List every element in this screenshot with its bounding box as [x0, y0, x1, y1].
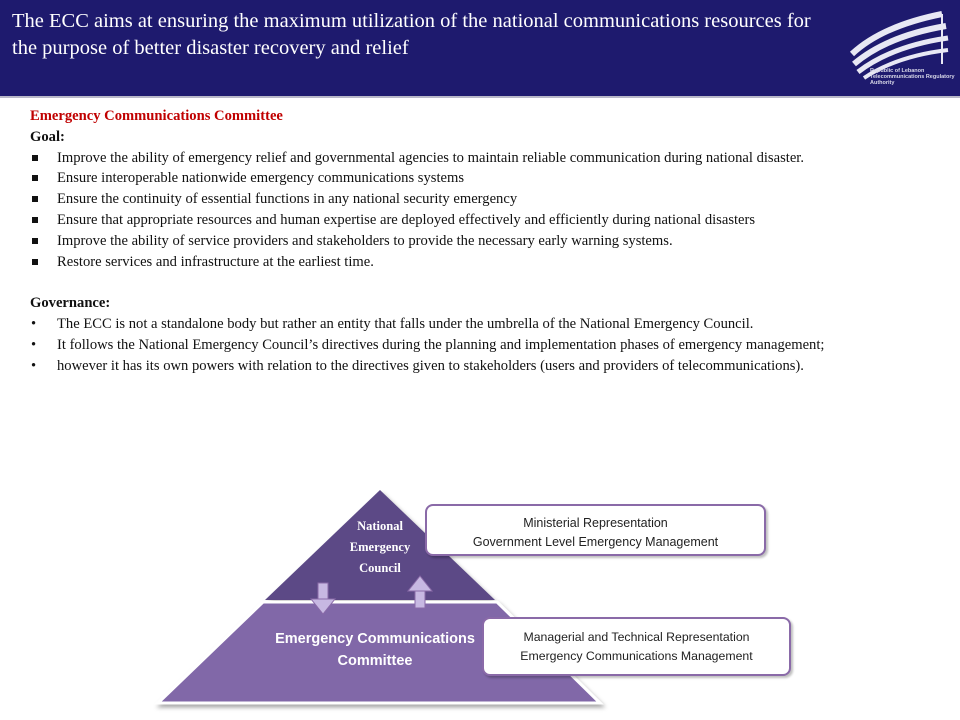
slide-title: The ECC aims at ensuring the maximum uti…: [12, 10, 811, 59]
governance-item: The ECC is not a standalone body but rat…: [30, 314, 945, 335]
slide-body: Emergency Communications Committee Goal:…: [30, 106, 945, 376]
ministerial-callout: Ministerial Representation Government Le…: [425, 504, 766, 556]
goal-item: Ensure that appropriate resources and hu…: [30, 210, 945, 231]
tra-logo: [849, 11, 949, 80]
goal-item: Ensure the continuity of essential funct…: [30, 189, 945, 210]
goal-list: Improve the ability of emergency relief …: [30, 148, 945, 273]
goal-item: Ensure interoperable nationwide emergenc…: [30, 168, 945, 189]
section-title: Emergency Communications Committee: [30, 108, 283, 124]
logo-caption: Republic of Lebanon Telecommunications R…: [870, 68, 955, 87]
governance-item: It follows the National Emergency Counci…: [30, 335, 945, 356]
down-arrow-icon: [309, 582, 337, 615]
governance-list: The ECC is not a standalone body but rat…: [30, 314, 945, 376]
governance-heading: Governance:: [30, 295, 111, 312]
top-tier-label: National Emergency Council: [349, 519, 411, 575]
pyramid-top-tier: [265, 490, 495, 600]
governance-item: however it has its own powers with relat…: [30, 356, 945, 377]
goal-item: Restore services and infrastructure at t…: [30, 252, 945, 273]
goal-heading: Goal:: [30, 128, 65, 145]
up-arrow-icon: [406, 575, 434, 609]
managerial-callout: Managerial and Technical Representation …: [482, 617, 791, 676]
title-banner: The ECC aims at ensuring the maximum uti…: [0, 0, 960, 98]
goal-item: Improve the ability of emergency relief …: [30, 148, 945, 169]
goal-item: Improve the ability of service providers…: [30, 231, 945, 252]
bottom-tier-label: Emergency Communications Committee: [275, 631, 475, 669]
